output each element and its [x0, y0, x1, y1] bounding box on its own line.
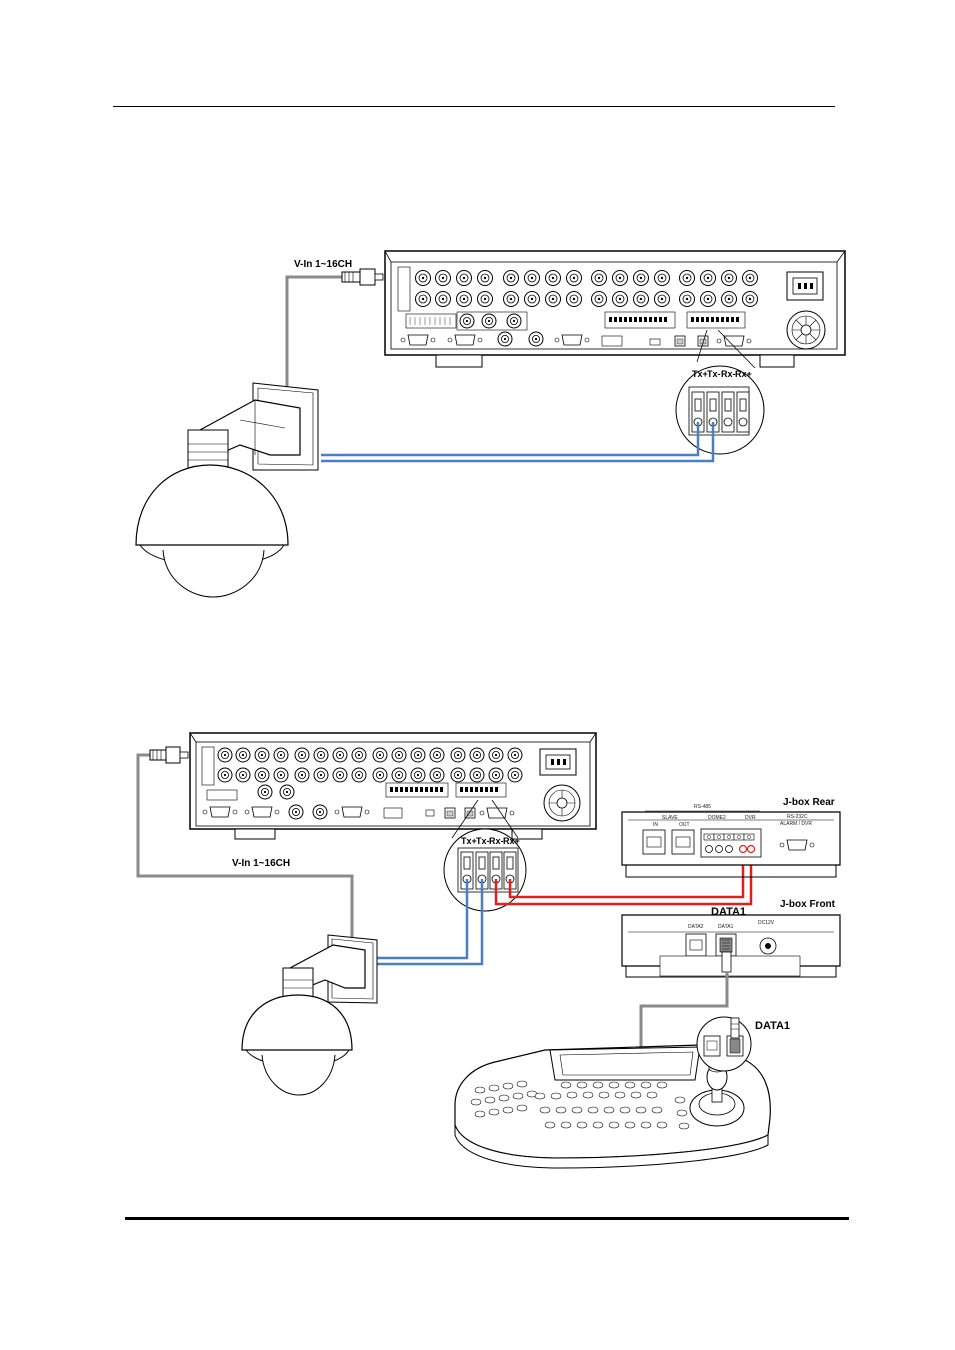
- data1-label: DATA1: [718, 924, 734, 930]
- terminal-label: Tx-: [476, 836, 490, 846]
- video-input-label: V-In 1~16CH: [232, 858, 290, 869]
- jbox-front: J-box Front DATA1 DATA2 DATA1 DC12V: [622, 899, 840, 977]
- dvr-rear-panel-2: [190, 733, 596, 839]
- fan-icon: [787, 311, 825, 349]
- keyboard-controller-icon: DATA1: [455, 1017, 790, 1168]
- terminal-label: Tx+: [692, 369, 708, 379]
- video-input-label: V-In 1~16CH: [294, 259, 352, 270]
- terminal-label: Rx+: [503, 836, 520, 846]
- power-inlet-icon: [540, 749, 576, 775]
- jbox-rear: J-box Rear RS-485 SLAVE IN OUT DOME2 DVR: [622, 797, 840, 877]
- alarm-dvr-label: ALARM / DVR: [780, 821, 812, 827]
- dome2-label: DOME2: [708, 815, 726, 821]
- data2-label: DATA2: [688, 924, 704, 930]
- dvr-label: DVR: [745, 815, 756, 821]
- slave-in-label: IN: [653, 822, 658, 828]
- rs485-label: RS-485: [694, 804, 711, 810]
- dome-camera-icon: [136, 383, 318, 597]
- rs232c-label: RS-232C: [787, 814, 808, 820]
- video-cable-1: [287, 269, 383, 400]
- jbox-front-title: J-box Front: [780, 899, 836, 910]
- dvr-rear-panel-1: [385, 251, 845, 367]
- terminal-label: Tx-: [707, 369, 721, 379]
- rs485-cable-1: [321, 422, 713, 461]
- diagram1: Tx+ Tx- Rx- Rx+ V-In 1~16CH: [136, 251, 845, 597]
- terminal-label: Rx-: [489, 836, 504, 846]
- footer-rule: [125, 1217, 849, 1220]
- slave-label: SLAVE: [662, 815, 678, 821]
- terminal-label: Rx+: [735, 369, 752, 379]
- dome-camera-icon: [242, 935, 377, 1095]
- diagram2: Tx+ Tx- Rx- Rx+ V-In 1~16CH: [138, 733, 840, 1168]
- keyboard-port-zoom: [697, 1017, 751, 1071]
- power-inlet-icon: [787, 272, 823, 300]
- jbox-rear-title: J-box Rear: [783, 797, 835, 808]
- slave-out-label: OUT: [679, 822, 690, 828]
- rs485-cable-2: [377, 879, 482, 964]
- fan-icon: [544, 785, 580, 821]
- terminal-label: Tx+: [461, 836, 477, 846]
- keyboard-data1-label: DATA1: [755, 1020, 790, 1032]
- dc12v-label: DC12V: [758, 920, 775, 926]
- terminal-label: Rx-: [721, 369, 736, 379]
